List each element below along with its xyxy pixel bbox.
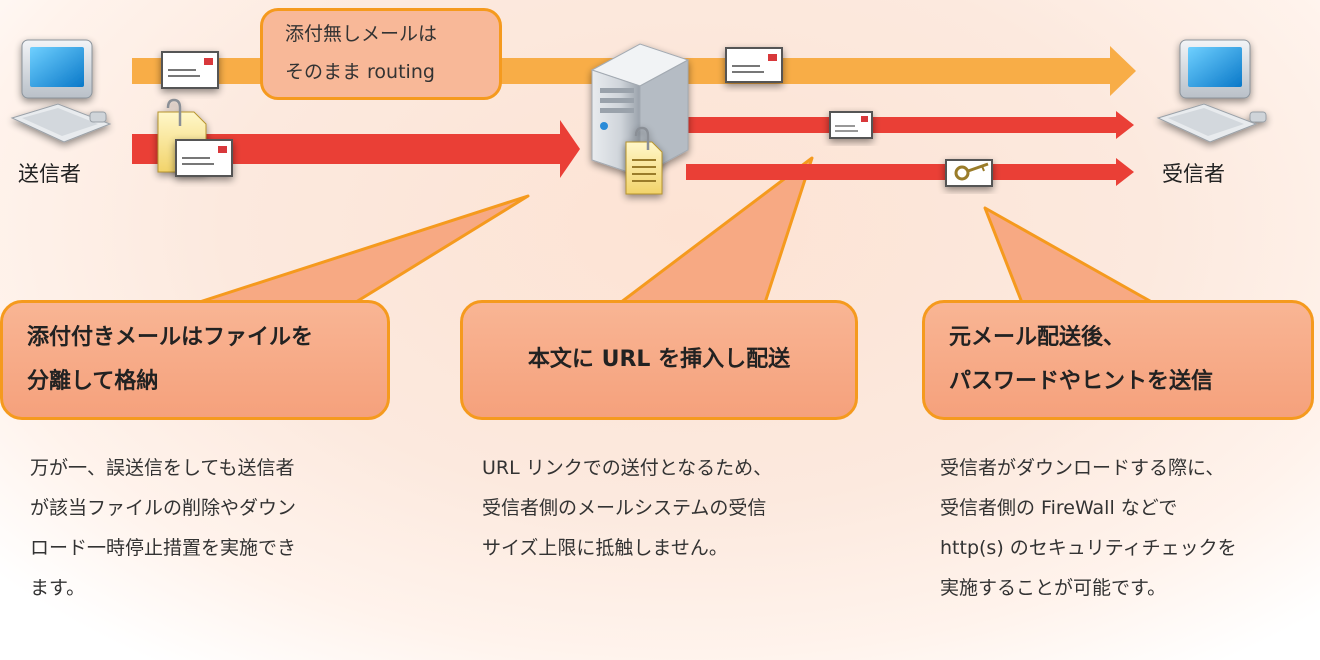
key-envelope-icon [945, 159, 993, 187]
sender-computer-icon [10, 39, 112, 143]
no-attachment-bubble: 添付無しメールは そのまま routing [260, 8, 502, 100]
callout-line: 本文に URL を挿入し配送 [527, 347, 791, 372]
callout-line: 添付付きメールはファイルを [27, 325, 314, 350]
description-line: 実施することが可能です。 [940, 577, 1167, 599]
envelope-icon [829, 111, 873, 139]
description-line: 受信者側のメールシステムの受信 [482, 497, 767, 519]
description-sender: 万が一、誤送信をしても送信者 が該当ファイルの削除やダウン ロード一時停止措置を… [30, 448, 296, 608]
description-receiver: 受信者がダウンロードする際に、 受信者側の FireWall などで http(… [940, 448, 1237, 608]
callout-line: パスワードやヒントを送信 [949, 369, 1214, 394]
callout-separate-storage: 添付付きメールはファイルを 分離して格納 [0, 300, 390, 420]
red-arrow-password-mail [686, 158, 1134, 186]
envelope-icon [175, 139, 233, 177]
document-icon [625, 126, 663, 195]
receiver-computer-icon [1156, 39, 1267, 143]
description-line: 受信者がダウンロードする際に、 [940, 457, 1225, 479]
description-line: ロード一時停止措置を実施でき [30, 537, 297, 559]
callout-send-password: 元メール配送後、 パスワードやヒントを送信 [922, 300, 1314, 420]
envelope-icon [161, 51, 219, 89]
sender-label: 送信者 [18, 162, 81, 186]
callout-insert-url: 本文に URL を挿入し配送 [460, 300, 858, 420]
bubble-line: 添付無しメールは [285, 23, 438, 45]
description-line: ます。 [30, 577, 86, 599]
receiver-label: 受信者 [1162, 162, 1225, 186]
description-line: http(s) のセキュリティチェックを [940, 537, 1237, 559]
description-line: 受信者側の FireWall などで [940, 497, 1178, 519]
description-line: サイズ上限に抵触しません。 [482, 537, 728, 559]
bubble-line: そのまま routing [285, 61, 435, 83]
description-line: 万が一、誤送信をしても送信者 [30, 457, 295, 479]
server-icon [590, 43, 690, 177]
envelope-icon [725, 47, 783, 83]
description-line: URL リンクでの送付となるため、 [482, 457, 773, 479]
callout-line: 分離して格納 [27, 369, 159, 394]
description-line: が該当ファイルの削除やダウン [30, 497, 297, 519]
red-arrow-url-mail [686, 111, 1134, 139]
description-url: URL リンクでの送付となるため、 受信者側のメールシステムの受信 サイズ上限に… [482, 448, 772, 568]
callout-line: 元メール配送後、 [949, 325, 1126, 350]
